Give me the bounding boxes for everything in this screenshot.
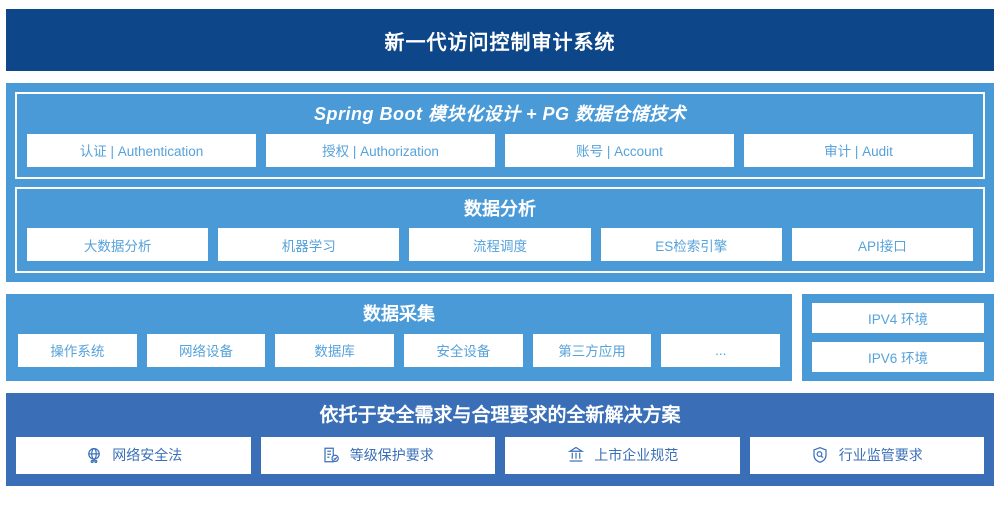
chip-classified-protection[interactable]: 等级保护要求 <box>260 436 495 474</box>
globe-icon <box>84 446 103 465</box>
chip-label: 操作系统 <box>50 344 105 360</box>
data-analysis-title: 数据分析 <box>464 198 536 219</box>
collection-row: 数据采集 操作系统 网络设备 数据库 安全设备 第三方应用 ... <box>6 294 994 382</box>
chip-database[interactable]: 数据库 <box>275 333 395 367</box>
ip-environment-panel: IPV4 环境 IPV6 环境 <box>802 294 994 382</box>
chip-ipv4-environment[interactable]: IPV4 环境 <box>812 303 984 334</box>
chip-label: IPV4 环境 <box>867 312 929 328</box>
page-header: 新一代访问控制审计系统 <box>6 9 994 71</box>
bank-icon <box>566 446 585 465</box>
chip-label: 认证 | Authentication <box>79 144 204 160</box>
chip-operating-system[interactable]: 操作系统 <box>18 333 137 367</box>
data-collection-items: 操作系统 网络设备 数据库 安全设备 第三方应用 ... <box>18 333 781 367</box>
data-collection-title: 数据采集 <box>363 304 435 325</box>
chip-label: ... <box>715 342 727 358</box>
shield-search-icon <box>811 446 830 465</box>
chip-ipv6-environment[interactable]: IPV6 环境 <box>812 342 984 373</box>
chip-security-device[interactable]: 安全设备 <box>404 333 523 367</box>
chip-label: 行业监管要求 <box>838 447 923 464</box>
compliance-items: 网络安全法 等级保护要求 <box>16 436 984 474</box>
chip-audit[interactable]: 审计 | Audit <box>744 133 973 167</box>
chip-api-interface[interactable]: API接口 <box>791 228 974 262</box>
data-collection-panel: 数据采集 操作系统 网络设备 数据库 安全设备 第三方应用 ... <box>6 294 792 382</box>
chip-process-scheduling[interactable]: 流程调度 <box>409 228 591 262</box>
chip-more[interactable]: ... <box>661 333 781 367</box>
spring-boot-items: 认证 | Authentication 授权 | Authorization 账… <box>27 133 973 167</box>
chip-label: 网络安全法 <box>112 447 183 464</box>
page-title: 新一代访问控制审计系统 <box>384 31 616 54</box>
chip-label: 大数据分析 <box>83 238 152 254</box>
compliance-title: 依托于安全需求与合理要求的全新解决方案 <box>319 405 681 427</box>
chip-label: API接口 <box>858 238 907 254</box>
chip-industry-regulation[interactable]: 行业监管要求 <box>749 436 984 474</box>
chip-label: ES检索引擎 <box>655 238 728 254</box>
chip-authentication[interactable]: 认证 | Authentication <box>27 133 256 167</box>
chip-es-search-engine[interactable]: ES检索引擎 <box>600 228 782 262</box>
chip-machine-learning[interactable]: 机器学习 <box>218 228 400 262</box>
chip-label: 审计 | Audit <box>824 144 893 160</box>
chip-account[interactable]: 账号 | Account <box>505 133 734 167</box>
chip-label: IPV6 环境 <box>867 351 929 367</box>
compliance-section: 依托于安全需求与合理要求的全新解决方案 网络安全法 <box>6 393 994 486</box>
chip-label: 等级保护要求 <box>349 447 434 464</box>
chip-label: 上市企业规范 <box>594 447 679 464</box>
chip-third-party-app[interactable]: 第三方应用 <box>532 333 652 367</box>
chip-big-data-analysis[interactable]: 大数据分析 <box>27 228 209 262</box>
document-check-icon <box>322 446 341 465</box>
chip-listed-company-standard[interactable]: 上市企业规范 <box>505 436 740 474</box>
chip-cybersecurity-law[interactable]: 网络安全法 <box>16 436 251 474</box>
chip-authorization[interactable]: 授权 | Authorization <box>266 133 495 167</box>
chip-label: 账号 | Account <box>576 144 663 160</box>
data-analysis-panel: 数据分析 大数据分析 机器学习 流程调度 ES检索引擎 API接口 <box>15 186 985 274</box>
spring-boot-title: Spring Boot 模块化设计 + PG 数据仓储技术 <box>313 104 686 124</box>
chip-label: 安全设备 <box>436 344 491 360</box>
data-analysis-items: 大数据分析 机器学习 流程调度 ES检索引擎 API接口 <box>27 228 974 262</box>
chip-label: 数据库 <box>314 344 355 360</box>
chip-label: 流程调度 <box>473 238 527 254</box>
chip-label: 授权 | Authorization <box>322 144 439 160</box>
chip-network-device[interactable]: 网络设备 <box>146 333 266 367</box>
chip-label: 第三方应用 <box>558 344 626 360</box>
chip-label: 机器学习 <box>281 238 336 254</box>
platform-section: Spring Boot 模块化设计 + PG 数据仓储技术 认证 | Authe… <box>6 83 994 283</box>
chip-label: 网络设备 <box>179 344 233 360</box>
spring-boot-panel: Spring Boot 模块化设计 + PG 数据仓储技术 认证 | Authe… <box>15 92 985 179</box>
